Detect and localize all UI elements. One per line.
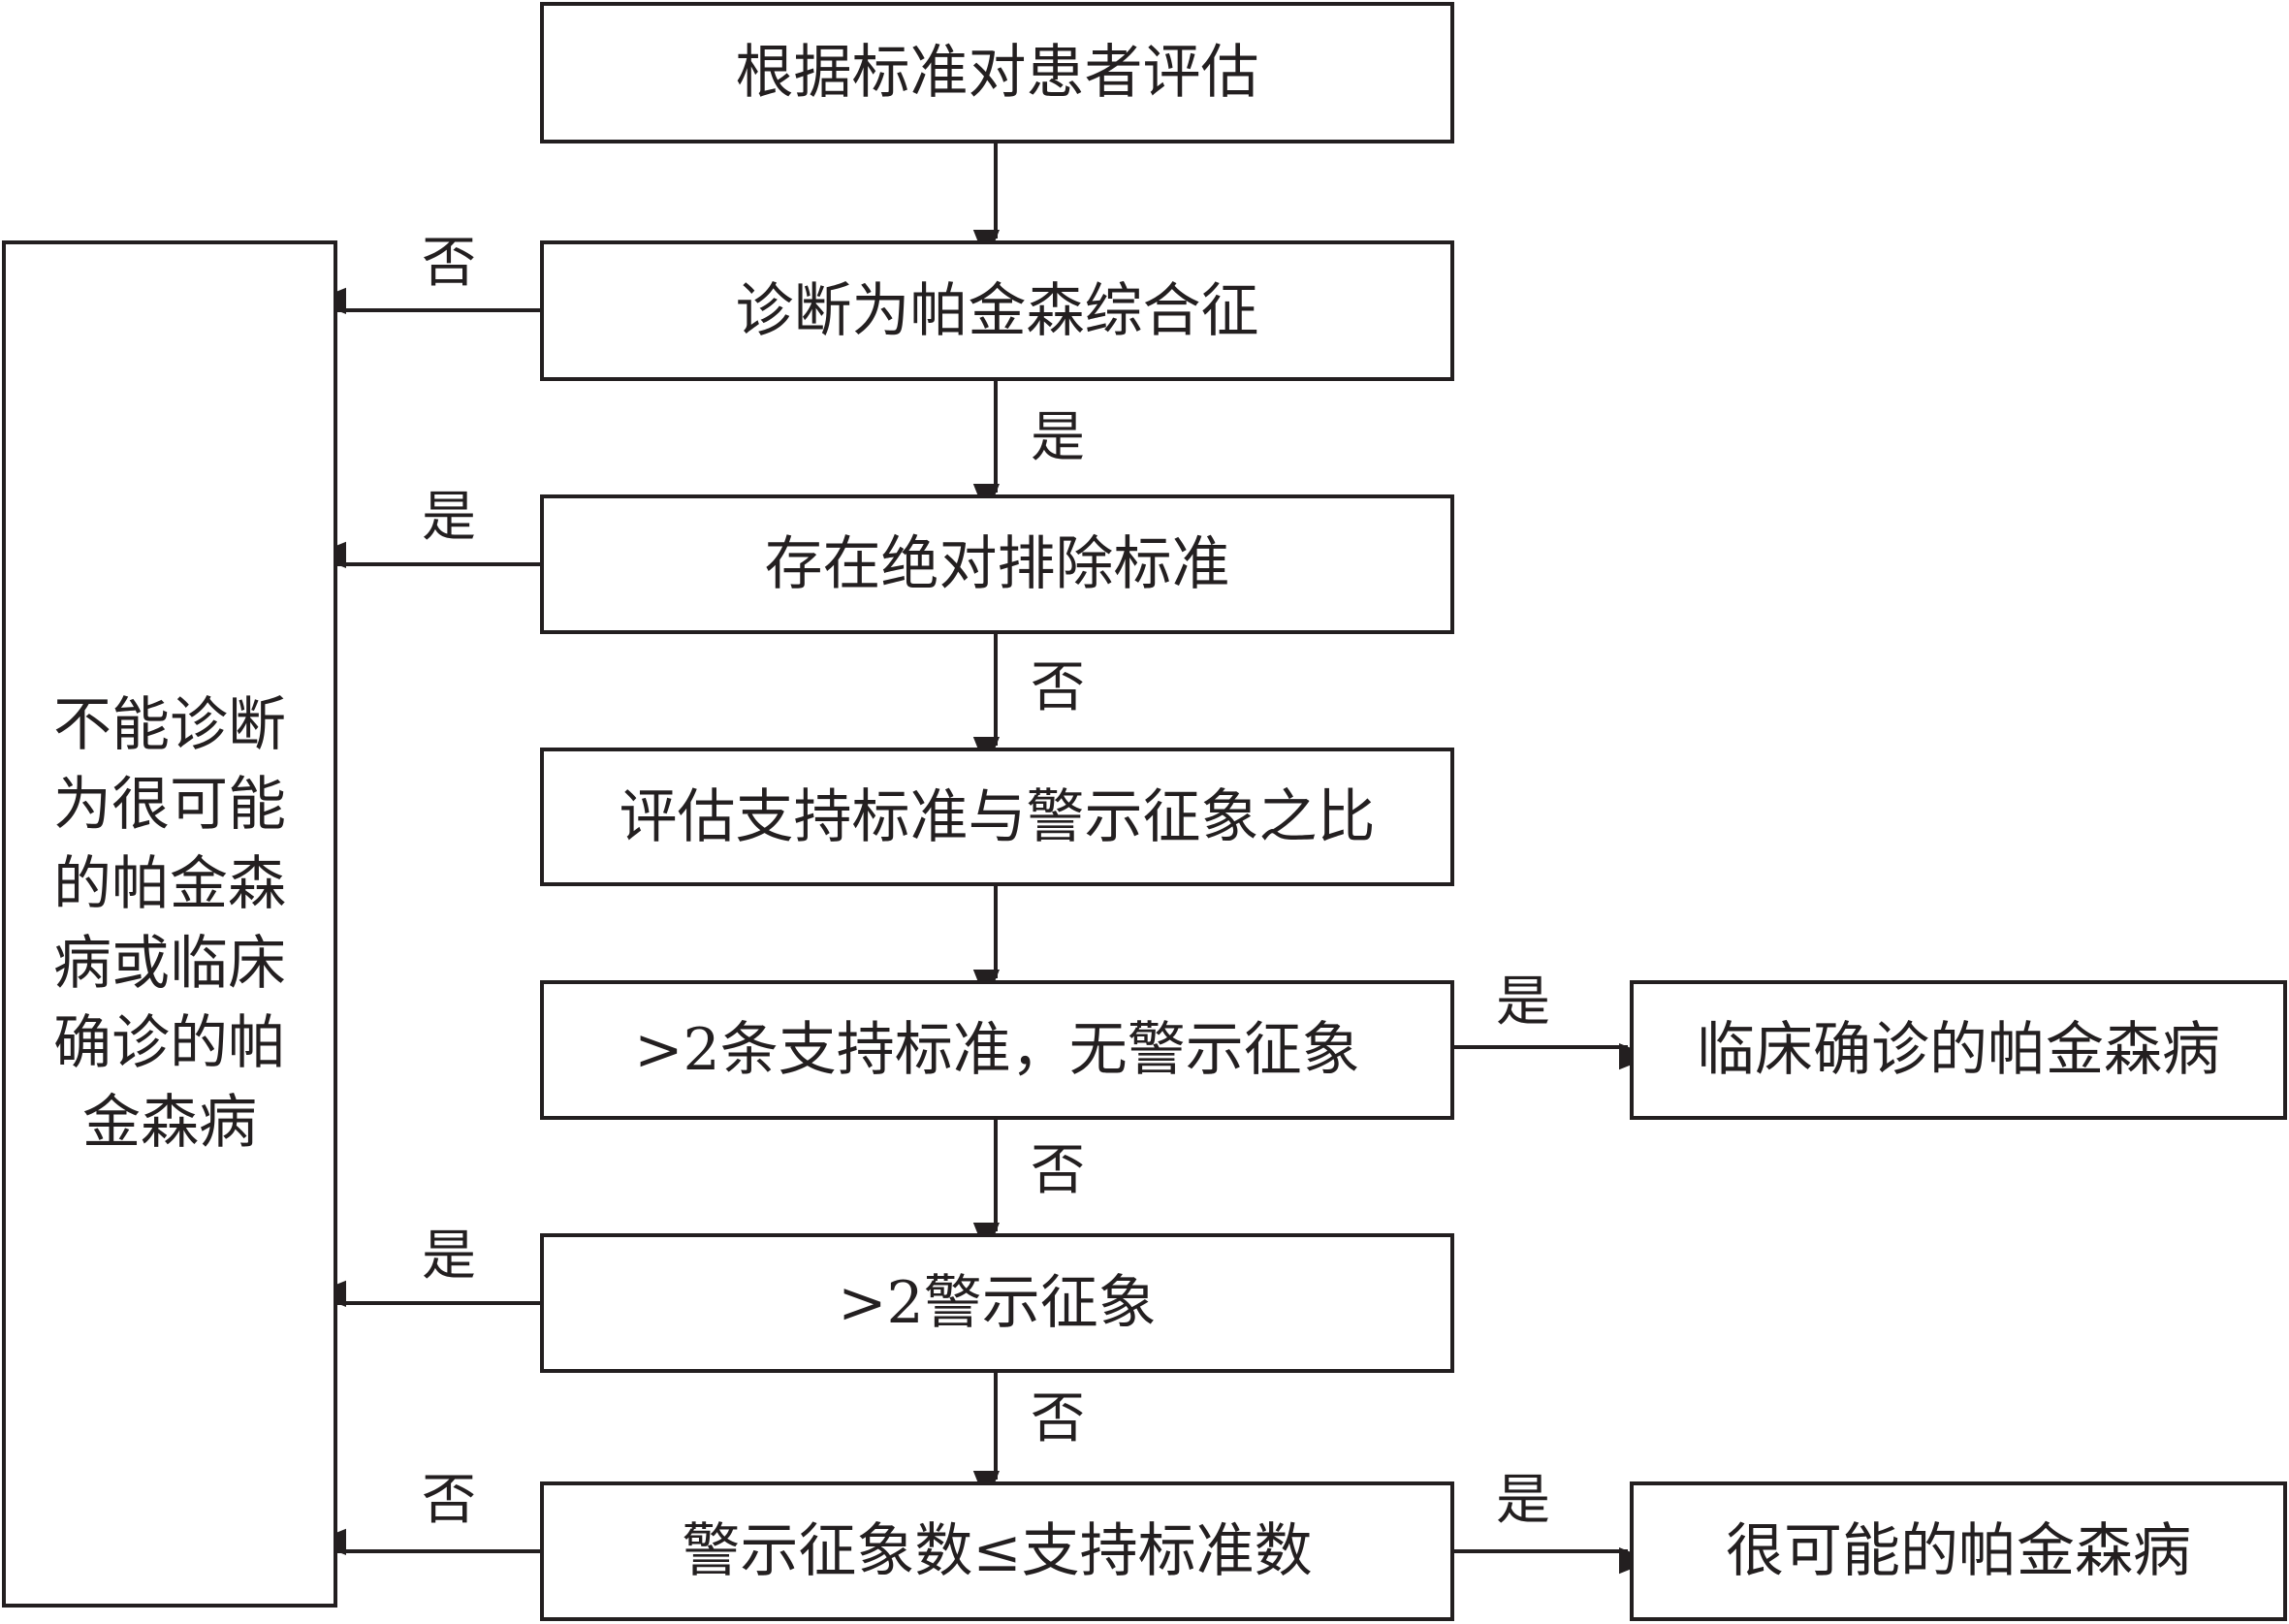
outcome-clinically-established-text: 临床确诊的帕金森病 <box>1697 1016 2220 1084</box>
step-support-gt2-box: >2条支持标准，无警示征象 <box>540 980 1454 1120</box>
label-exclusion-yes: 是 <box>422 486 476 549</box>
label-diagnose-no: 否 <box>422 232 476 295</box>
step-redflag-le-support-text: 警示征象数≤支持标准数 <box>682 1517 1313 1585</box>
step-assess-box: 根据标准对患者评估 <box>540 2 1454 143</box>
step-redflag-gt2-text: >2警示征象 <box>838 1269 1157 1337</box>
step-absolute-exclusion-box: 存在绝对排除标准 <box>540 494 1454 634</box>
outcome-probable-text: 很可能的帕金森病 <box>1726 1517 2191 1585</box>
outcome-probable-box: 很可能的帕金森病 <box>1630 1481 2287 1621</box>
step-absolute-exclusion-text: 存在绝对排除标准 <box>764 530 1230 598</box>
outcome-not-diagnosed-box: 不能诊断为很可能的帕金森病或临床确诊的帕金森病 <box>2 240 337 1608</box>
label-compare-yes: 是 <box>1496 1469 1550 1532</box>
label-diagnose-yes: 是 <box>1031 406 1085 469</box>
label-compare-no: 否 <box>422 1469 476 1532</box>
step-redflag-le-support-box: 警示征象数≤支持标准数 <box>540 1481 1454 1621</box>
outcome-clinically-established-box: 临床确诊的帕金森病 <box>1630 980 2287 1120</box>
step-assess-text: 根据标准对患者评估 <box>735 39 1259 107</box>
step-diagnose-ps-text: 诊断为帕金森综合征 <box>735 276 1259 345</box>
outcome-not-diagnosed-text: 不能诊断为很可能的帕金森病或临床确诊的帕金森病 <box>53 691 286 1157</box>
label-redflag-yes: 是 <box>422 1225 476 1288</box>
step-redflag-gt2-box: >2警示征象 <box>540 1233 1454 1373</box>
step-ratio-text: 评估支持标准与警示征象之比 <box>619 782 1376 851</box>
label-exclusion-no: 否 <box>1031 656 1085 719</box>
step-diagnose-ps-box: 诊断为帕金森综合征 <box>540 240 1454 381</box>
step-ratio-box: 评估支持标准与警示征象之比 <box>540 748 1454 886</box>
label-support-no: 否 <box>1031 1139 1085 1202</box>
label-redflag-no: 否 <box>1031 1387 1085 1450</box>
label-support-yes: 是 <box>1496 971 1550 1034</box>
step-support-gt2-text: >2条支持标准，无警示征象 <box>634 1016 1360 1084</box>
